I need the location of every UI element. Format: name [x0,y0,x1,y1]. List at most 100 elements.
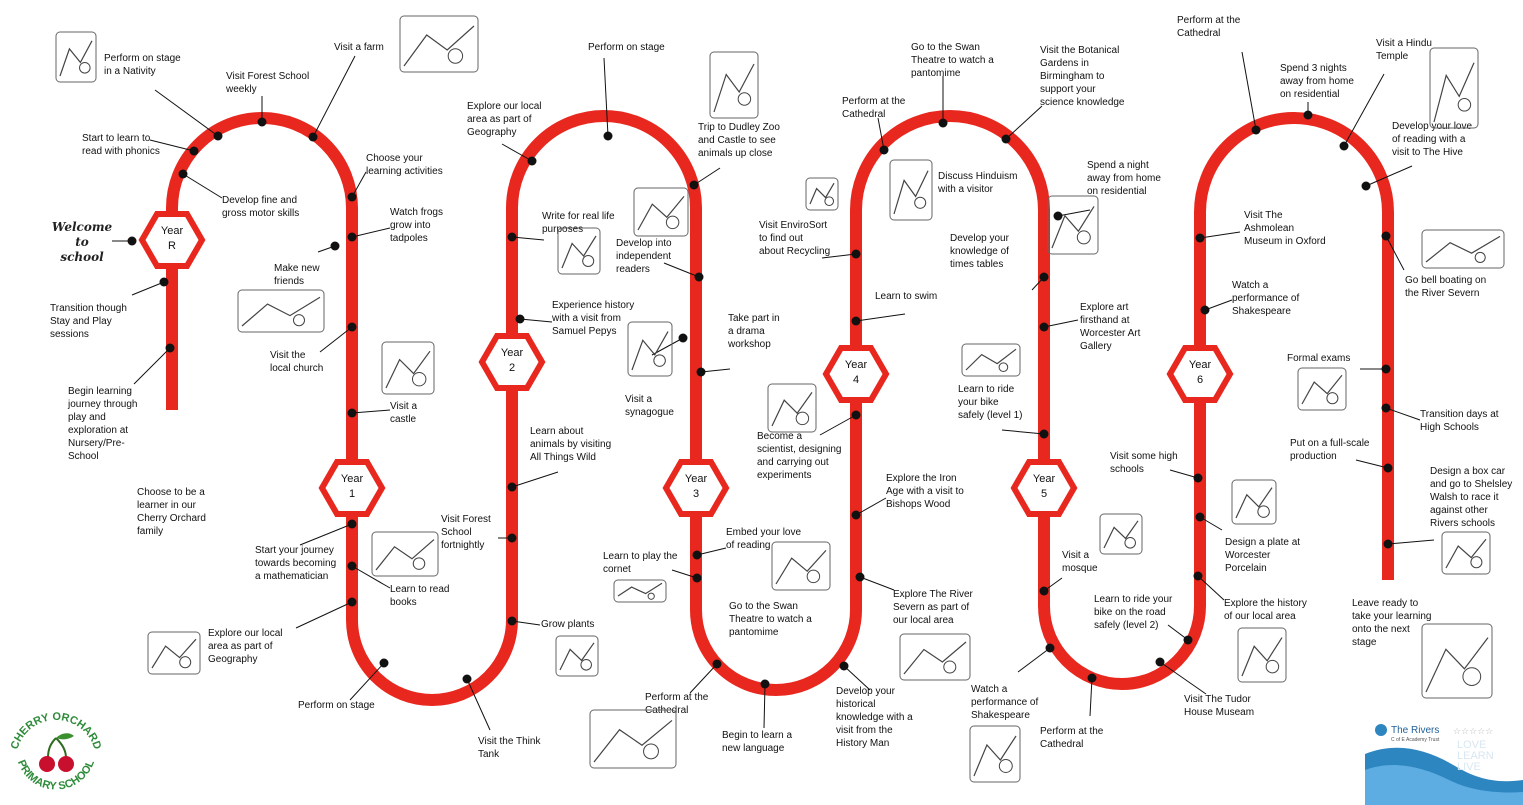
milestone-label: Explore the history of our local area [1224,598,1307,622]
leader-line [1057,209,1091,217]
leader-line [821,253,857,259]
milestone-label: Spend a night away from home on resident… [1087,160,1161,197]
leader-line [1241,51,1257,131]
milestone-label: Choose to be a learner in our Cherry Orc… [137,487,206,537]
milestone-label: Choose your learning activities [366,153,443,177]
milestone-label: Formal exams [1287,353,1351,364]
milestone-label: Develop your love of reading with a visi… [1392,121,1473,158]
milestone-label: Develop your knowledge of times tables [950,233,1009,270]
leader-line [133,347,171,385]
school-logo-bottom-text: PRIMARY SCHOOL [15,758,97,793]
milestone-label: Write for real life purposes [542,211,615,235]
milestone-label: Embed your love of reading [726,527,802,551]
leader-line [182,173,223,199]
milestone-label: Experience history with a visit from Sam… [552,300,635,337]
leader-line [651,337,684,356]
leader-line [1005,105,1043,140]
leader-line [763,683,766,729]
year-label: Year 5 [1032,473,1056,500]
leader-line [877,117,885,151]
leader-line [511,236,545,241]
milestone-label: Visit some high schools [1110,451,1178,475]
leader-line [1089,677,1093,717]
leader-line [1169,469,1199,479]
milestone-label: Explore our local area as part of Geogra… [208,628,283,665]
svg-text:CHERRY ORCHARD: CHERRY ORCHARD [9,711,104,751]
milestone-label: Visit a Hindu Temple [1376,38,1432,62]
year-hexagon [138,211,206,269]
year-label: Year 4 [844,359,868,386]
leader-line [1001,429,1045,435]
leader-line [466,678,491,731]
trust-sub: C of E Academy Trust [1391,737,1440,743]
leader-line [1197,575,1225,601]
school-logo: CHERRY ORCHARD PRIMARY SCHOOL [9,711,104,793]
milestone-label: Visit The Tudor House Museam [1184,694,1255,718]
leader-line [501,143,533,162]
year-hexagons [138,211,1234,517]
leader-line [700,368,731,373]
svg-text:PRIMARY SCHOOL: PRIMARY SCHOOL [15,758,97,793]
leader-line [1385,235,1405,271]
leader-lines [112,51,1435,731]
milestone-label: Learn to ride your bike on the road safe… [1094,594,1173,631]
leader-line [1365,165,1413,187]
leader-line [131,281,165,296]
milestone-label: Learn to read books [390,584,450,608]
milestone-label: Start your journey towards becoming a ma… [255,545,337,582]
leader-line [843,665,871,691]
milestone-label: Begin to learn a new language [722,730,793,754]
leader-line [299,523,353,546]
milestone-label: Visit a castle [390,401,418,425]
milestone-label: Leave ready to take your learning onto t… [1352,598,1432,648]
leader-line [1167,624,1189,641]
leader-line [1043,319,1079,328]
welcome-title: Welcome to school [51,220,113,264]
milestone-label: Visit the Think Tank [478,736,541,760]
leader-line [603,57,609,137]
milestone-label: Visit The Ashmolean Museum in Oxford [1244,210,1326,247]
leader-line [1159,661,1207,695]
leader-line [1031,276,1045,291]
leader-line [519,318,553,323]
leader-line [1199,231,1241,239]
track-path [166,110,1394,706]
milestone-label: Visit Forest School weekly [226,71,310,95]
year-hexagon [1166,345,1234,403]
milestone-label: Learn to play the cornet [603,551,678,575]
milestone-label: Explore our local area as part of Geogra… [467,101,542,138]
year-label: Year 3 [684,473,708,500]
milestone-label: Visit a farm [334,42,384,53]
trust-logo: The Rivers C of E Academy Trust ☆☆☆☆☆ LO… [1365,714,1523,805]
year-hexagon [1010,459,1078,517]
milestone-label: Go to the Swan Theatre to watch a pantom… [911,42,994,79]
school-logo-top-text: CHERRY ORCHARD [9,711,104,751]
milestone-dot [507,616,517,626]
milestone-label: Perform on stage [588,42,665,53]
leader-line [149,139,195,152]
leader-line [1204,299,1233,311]
leader-line [855,313,906,322]
milestone-label: Perform at the Cathedral [645,692,709,716]
leader-line [295,601,353,629]
milestone-label: Watch a performance of Shakespeare [1232,280,1300,317]
leader-line [1199,516,1223,531]
leader-line [1355,459,1389,469]
leader-line [319,326,353,353]
leader-line [855,497,887,516]
milestone-label: Perform at the Cathedral [1040,726,1104,750]
leader-line [351,227,391,238]
milestone-label: Design a box car and go to Shelsley Wals… [1430,466,1513,529]
milestone-label: Transition days at High Schools [1420,409,1499,433]
milestone-label: Go to the Swan Theatre to watch a pantom… [729,601,812,638]
year-label: Year 6 [1188,359,1212,386]
leader-line [351,171,367,198]
year-label: Year R [160,225,184,252]
milestone-label: Learn to ride your bike safely (level 1) [958,384,1023,421]
milestone-label: Learn about animals by visiting All Thin… [530,426,612,463]
milestone-label: Begin learning journey through play and … [68,386,138,462]
year-hexagon [478,333,546,391]
milestone-label: Perform on stage in a Nativity [104,53,181,77]
